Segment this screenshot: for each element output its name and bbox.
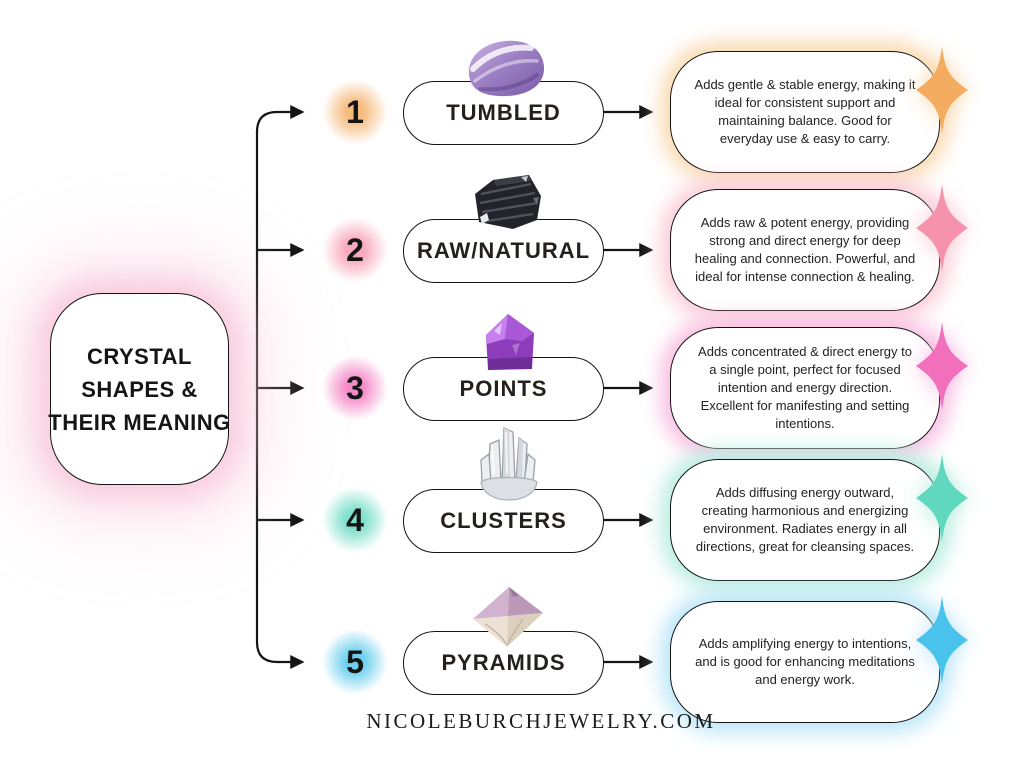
description-box-tumbled: Adds gentle & stable energy, making it i… [670, 51, 940, 173]
row-tumbled: 1 TUMBLED Adds gentle & stable energy, m… [0, 40, 1024, 173]
step-number: 5 [346, 643, 364, 680]
sparkle-icon [912, 182, 972, 274]
title-line: SHAPES & [81, 376, 198, 402]
sparkle-icon [912, 44, 972, 136]
row-pyramids: 5 PYRAMIDS Adds amplifying energy to int… [0, 587, 1024, 723]
description-text: Adds diffusing energy outward, creating … [695, 485, 915, 554]
number-glow [313, 346, 397, 430]
number-glow [313, 70, 397, 154]
title-line: THEIR MEANING [48, 409, 231, 435]
description-box-clusters: Adds diffusing energy outward, creating … [670, 459, 940, 581]
description-text: Adds concentrated & direct energy to a s… [698, 344, 912, 431]
description-box-points: Adds concentrated & direct energy to a s… [670, 327, 940, 449]
description-text: Adds amplifying energy to intentions, an… [695, 636, 915, 687]
description-box-pyramids: Adds amplifying energy to intentions, an… [670, 601, 940, 723]
infographic-title-card: CRYSTAL SHAPES & THEIR MEANING [48, 293, 231, 485]
amethyst-pyramid-stone-icon [467, 584, 547, 650]
shape-label: RAW/NATURAL [416, 238, 591, 263]
shape-label: TUMBLED [446, 100, 561, 125]
number-glow [313, 478, 397, 562]
row-clusters: 4 CLUSTERS Adds diffusing energy ou [0, 427, 1024, 581]
description-text: Adds gentle & stable energy, making it i… [694, 77, 916, 146]
step-number-badge: 4 [313, 478, 397, 562]
step-number-badge: 3 [313, 346, 397, 430]
shape-pill-pyramids: PYRAMIDS [403, 631, 604, 695]
row-raw-natural: 2 RAW/NATURAL Adds raw & potent energy, … [0, 175, 1024, 311]
shape-label: POINTS [459, 376, 548, 401]
step-number: 1 [346, 93, 364, 130]
shape-pill-tumbled: TUMBLED [403, 81, 604, 145]
sparkle-icon [912, 320, 972, 412]
step-number: 3 [346, 369, 364, 406]
step-number-badge: 5 [313, 620, 397, 704]
shape-label: CLUSTERS [440, 508, 567, 533]
step-number-badge: 1 [313, 70, 397, 154]
description-box-raw-natural: Adds raw & potent energy, providing stro… [670, 189, 940, 311]
number-glow [313, 620, 397, 704]
number-glow [313, 208, 397, 292]
shape-label: PYRAMIDS [441, 650, 566, 675]
clear-quartz-cluster-stone-icon [477, 424, 541, 502]
description-text: Adds raw & potent energy, providing stro… [694, 215, 916, 284]
step-number: 2 [346, 231, 364, 268]
tumbled-amethyst-stone-icon [463, 37, 549, 99]
website-url: NICOLEBURCHJEWELRY.COM [366, 709, 716, 733]
amethyst-point-stone-icon [482, 311, 538, 373]
sparkle-icon [912, 594, 972, 686]
raw-black-tourmaline-stone-icon [471, 172, 545, 232]
title-line: CRYSTAL [87, 343, 192, 369]
step-number-badge: 2 [313, 208, 397, 292]
step-number: 4 [346, 501, 364, 538]
row-points: 3 POINTS Adds concentrated & direct ener… [0, 314, 1024, 449]
shape-pill-raw-natural: RAW/NATURAL [403, 219, 604, 283]
sparkle-icon [912, 452, 972, 544]
